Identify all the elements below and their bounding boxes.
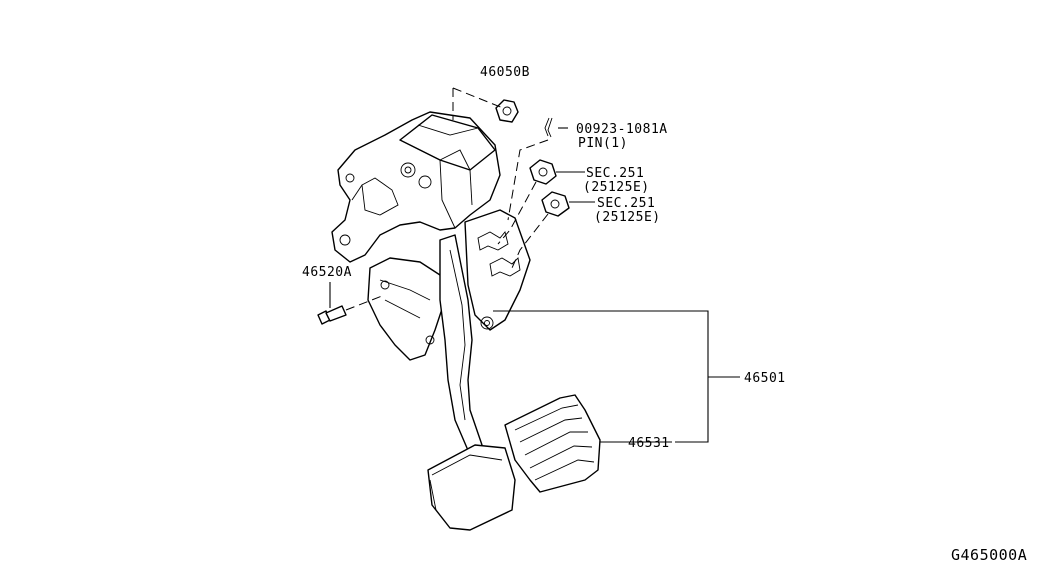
pedal-bracket [331, 111, 531, 361]
label-sec-upper-sub: (25125E) [583, 180, 650, 195]
label-pin-part: 00923-1081A [576, 122, 668, 137]
pedal-pad-46531 [504, 394, 601, 493]
label-46520a: 46520A [302, 265, 352, 280]
label-46501: 46501 [744, 371, 786, 386]
nut-46050b [452, 87, 519, 123]
label-sec-upper: SEC.251 [586, 166, 644, 181]
clip-lower [511, 191, 570, 269]
label-46050b: 46050B [480, 65, 530, 80]
label-sec-lower-sub: (25125E) [594, 210, 661, 225]
label-pin-desc: PIN(1) [578, 136, 628, 151]
label-46531: 46531 [628, 436, 670, 451]
bolt-46520a [317, 282, 383, 325]
pedal-pad-mounted [427, 444, 516, 531]
clip-upper [497, 159, 557, 245]
pin-00923-1081a [507, 117, 553, 221]
leader-lines [493, 127, 740, 443]
label-sec-lower: SEC.251 [597, 196, 655, 211]
figure-id: G465000A [951, 546, 1027, 564]
